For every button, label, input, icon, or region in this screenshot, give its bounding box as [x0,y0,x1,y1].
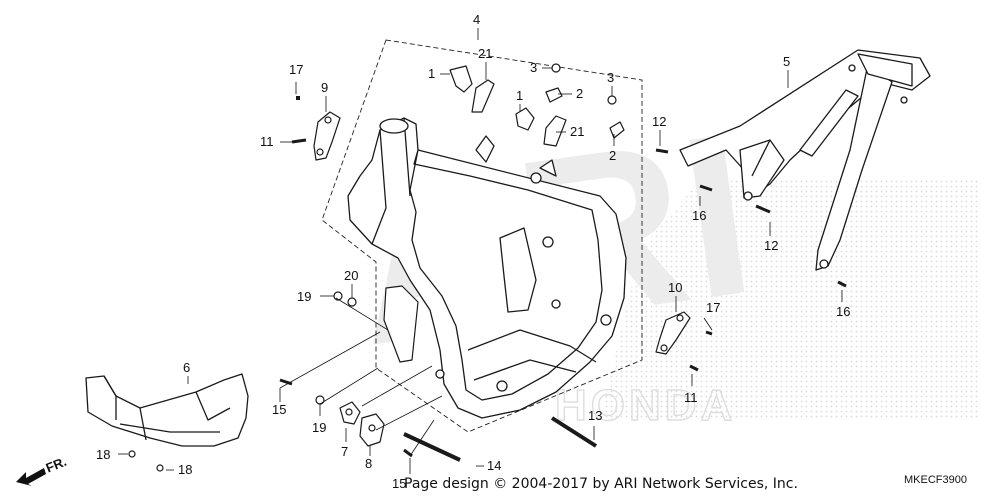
callout-3b: 3 [607,70,614,85]
callout-20: 20 [344,268,358,283]
callout-11a: 11 [260,134,274,149]
callout-4: 4 [473,12,480,27]
arrow-left-icon: FR. [16,454,69,486]
callout-labels: 4 5 6 1 1 21 21 2 2 3 3 9 17 11 12 12 16… [96,12,850,491]
diagram-code: MKECF3900 [904,474,967,486]
callout-13: 13 [588,408,602,423]
direction-label: FR. [44,454,69,476]
callout-21a: 21 [478,46,492,61]
callout-19b: 19 [312,420,326,435]
callout-18b: 18 [178,462,192,477]
callout-15b: 15 [392,476,406,491]
callout-17b: 17 [706,300,720,315]
front-direction-marker: FR. [14,452,84,488]
callout-19a: 19 [297,289,311,304]
leader-lines [118,28,843,474]
callout-18a: 18 [96,447,110,462]
callout-15a: 15 [272,402,286,417]
callout-1b: 1 [516,88,523,103]
callout-9: 9 [321,80,328,95]
svg-text:HONDA: HONDA [555,381,736,430]
callout-5: 5 [783,54,790,69]
callout-12b: 12 [764,238,778,253]
callout-17a: 17 [289,62,303,77]
main-frame [347,117,627,419]
skid-plate [85,373,249,447]
callout-21b: 21 [570,124,584,139]
callout-1a: 1 [428,66,435,81]
callout-11b: 11 [684,390,698,405]
callout-6: 6 [183,360,190,375]
callout-2a: 2 [576,86,583,101]
rear-sub-frame [679,49,931,271]
callout-2b: 2 [609,148,616,163]
copyright-footer: Page design © 2004-2017 by ARI Network S… [404,476,798,492]
callout-7: 7 [341,444,348,459]
callout-10: 10 [668,280,682,295]
callout-8: 8 [365,456,372,471]
callout-16a: 16 [692,208,706,223]
callout-12a: 12 [652,114,666,129]
callout-14: 14 [487,458,501,473]
callout-16b: 16 [836,304,850,319]
frame-assembly-boundary [321,39,643,433]
callout-3a: 3 [530,60,537,75]
